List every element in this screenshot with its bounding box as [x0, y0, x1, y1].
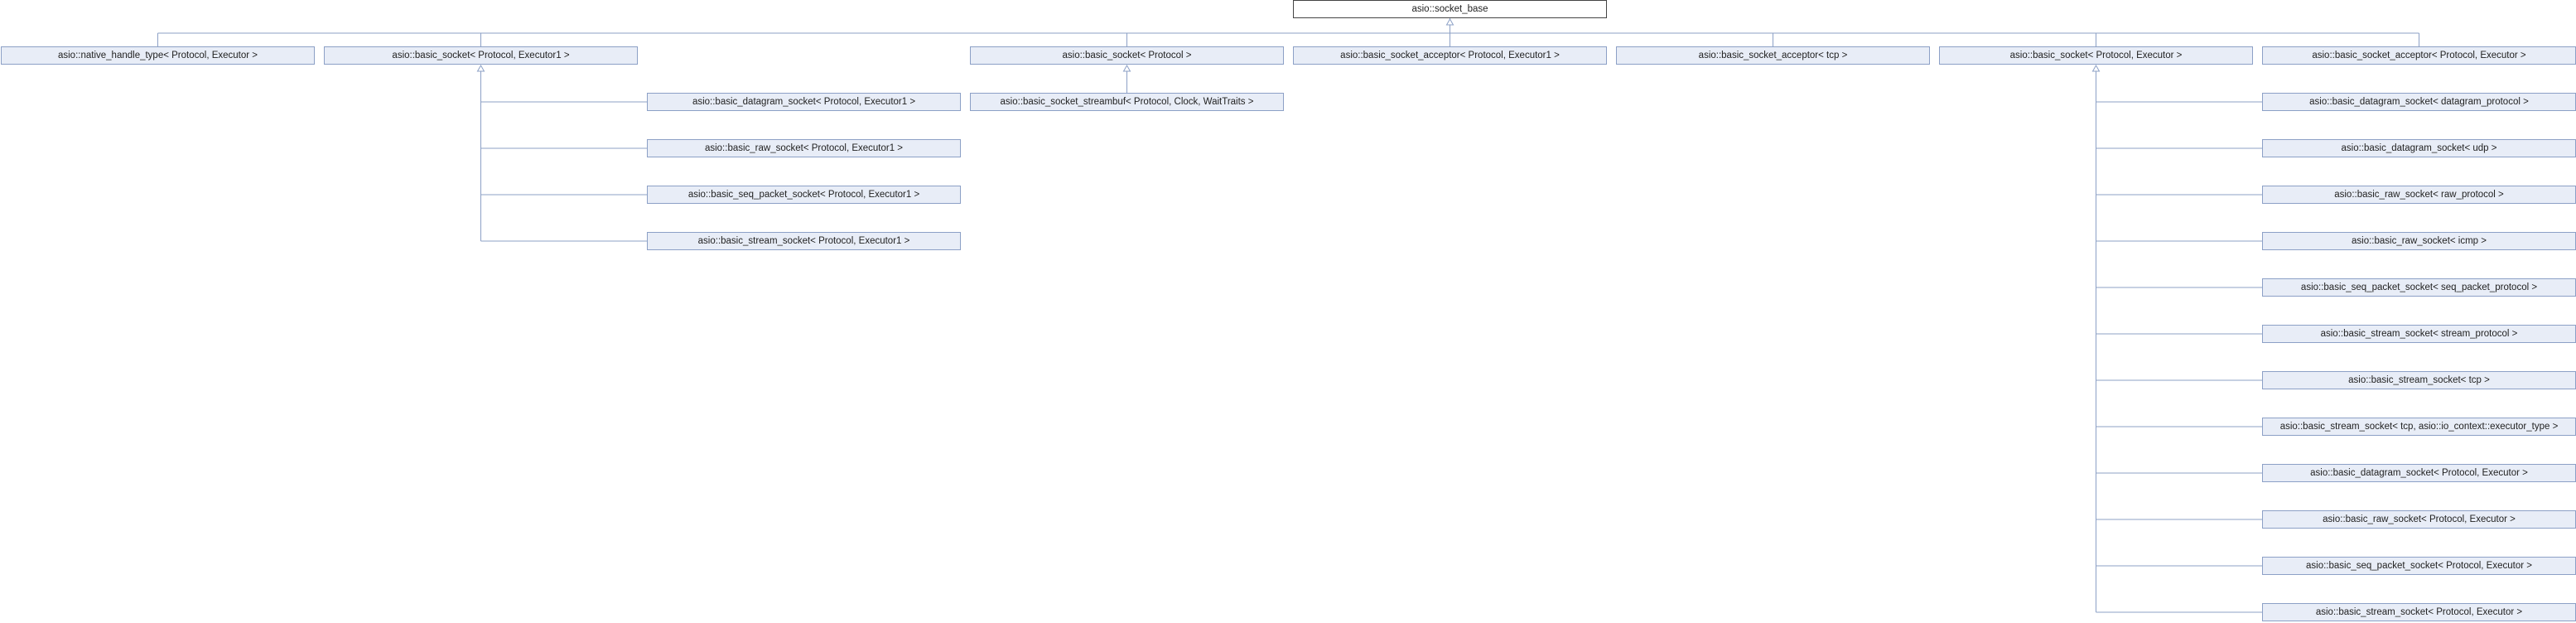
- class-node-socket-base[interactable]: asio::socket_base: [1293, 0, 1607, 18]
- class-node[interactable]: asio::basic_datagram_socket< datagram_pr…: [2262, 93, 2576, 111]
- class-node[interactable]: asio::basic_socket< Protocol >: [970, 46, 1284, 65]
- class-node[interactable]: asio::basic_socket_streambuf< Protocol, …: [970, 93, 1284, 111]
- class-node[interactable]: asio::basic_seq_packet_socket< seq_packe…: [2262, 278, 2576, 297]
- class-node[interactable]: asio::basic_raw_socket< raw_protocol >: [2262, 186, 2576, 204]
- class-node[interactable]: asio::basic_stream_socket< stream_protoc…: [2262, 325, 2576, 343]
- class-node[interactable]: asio::basic_seq_packet_socket< Protocol,…: [2262, 557, 2576, 575]
- class-node[interactable]: asio::basic_socket_acceptor< Protocol, E…: [2262, 46, 2576, 65]
- class-node[interactable]: asio::basic_stream_socket< tcp >: [2262, 371, 2576, 389]
- class-node[interactable]: asio::basic_datagram_socket< Protocol, E…: [647, 93, 961, 111]
- class-node[interactable]: asio::basic_socket< Protocol, Executor1 …: [324, 46, 638, 65]
- arrow-to-basic-socket-protocol: [1122, 64, 1131, 72]
- arrow-to-socket-base: [1445, 17, 1454, 26]
- class-node[interactable]: asio::basic_datagram_socket< Protocol, E…: [2262, 464, 2576, 482]
- class-node[interactable]: asio::basic_socket< Protocol, Executor >: [1939, 46, 2253, 65]
- arrow-to-basic-socket-executor: [2091, 64, 2101, 72]
- class-node[interactable]: asio::basic_socket_acceptor< tcp >: [1616, 46, 1930, 65]
- class-node[interactable]: asio::basic_raw_socket< Protocol, Execut…: [647, 139, 961, 157]
- class-node[interactable]: asio::basic_stream_socket< tcp, asio::io…: [2262, 418, 2576, 436]
- class-node[interactable]: asio::basic_raw_socket< icmp >: [2262, 232, 2576, 250]
- class-node[interactable]: asio::basic_raw_socket< Protocol, Execut…: [2262, 510, 2576, 529]
- class-node[interactable]: asio::basic_seq_packet_socket< Protocol,…: [647, 186, 961, 204]
- class-node[interactable]: asio::native_handle_type< Protocol, Exec…: [1, 46, 315, 65]
- class-node[interactable]: asio::basic_socket_acceptor< Protocol, E…: [1293, 46, 1607, 65]
- arrow-to-basic-socket-executor1: [476, 64, 485, 72]
- class-node[interactable]: asio::basic_stream_socket< Protocol, Exe…: [2262, 603, 2576, 621]
- class-node[interactable]: asio::basic_datagram_socket< udp >: [2262, 139, 2576, 157]
- class-node[interactable]: asio::basic_stream_socket< Protocol, Exe…: [647, 232, 961, 250]
